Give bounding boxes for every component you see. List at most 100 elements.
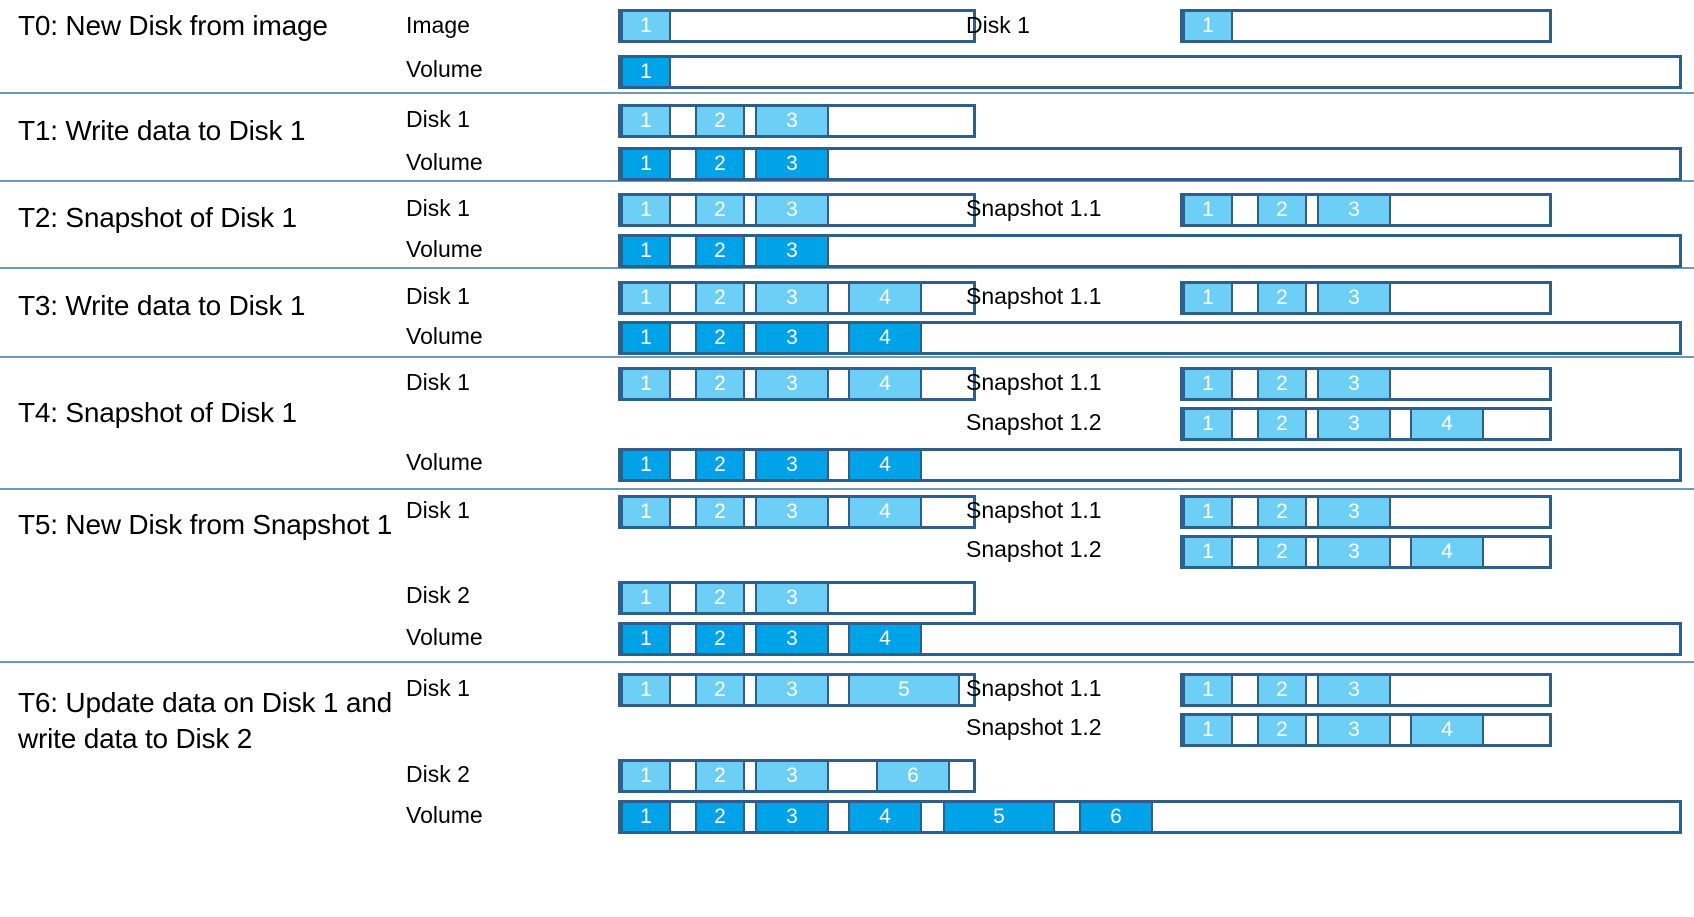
data-block-6: 6	[876, 762, 950, 790]
bar-label-volume-t0: Volume	[406, 56, 483, 82]
bar-label-snapshot12-t5: Snapshot 1.2	[966, 536, 1102, 562]
data-block-1: 1	[621, 762, 671, 790]
data-block-1: 1	[1183, 370, 1233, 398]
bar-label-snapshot11-t2: Snapshot 1.1	[966, 195, 1102, 221]
row-separator	[0, 92, 1694, 94]
data-block-1: 1	[1183, 498, 1233, 526]
data-block-2: 2	[1257, 538, 1307, 566]
data-block-1: 1	[621, 676, 671, 704]
bar-label-disk1-t1: Disk 1	[406, 106, 470, 132]
step-label-t2: T2: Snapshot of Disk 1	[18, 202, 297, 233]
step-label-t3: T3: Write data to Disk 1	[18, 290, 306, 321]
row-separator	[0, 180, 1694, 182]
data-block-2: 2	[1257, 676, 1307, 704]
data-block-4: 4	[848, 803, 922, 831]
data-block-2: 2	[1257, 498, 1307, 526]
data-block-2: 2	[695, 284, 745, 312]
data-block-2: 2	[1257, 410, 1307, 438]
data-block-2: 2	[695, 196, 745, 224]
bar-label-disk1-t2: Disk 1	[406, 195, 470, 221]
data-block-3: 3	[755, 107, 829, 135]
data-block-1: 1	[1183, 196, 1233, 224]
data-block-3: 3	[755, 324, 829, 352]
data-block-2: 2	[695, 150, 745, 178]
data-block-2: 2	[1257, 370, 1307, 398]
data-block-4: 4	[848, 324, 922, 352]
data-block-2: 2	[695, 762, 745, 790]
bar-label-volume-t1: Volume	[406, 149, 483, 175]
data-block-3: 3	[1317, 498, 1391, 526]
data-block-6: 6	[1079, 803, 1153, 831]
data-block-3: 3	[755, 803, 829, 831]
data-block-5: 5	[848, 676, 960, 704]
bar-volume-t0: 1	[618, 55, 1682, 89]
bar-label-disk1-t3: Disk 1	[406, 283, 470, 309]
row-separator	[0, 267, 1694, 269]
step-label-t6: T6: Update data on Disk 1 and write data…	[18, 687, 392, 754]
data-block-3: 3	[755, 196, 829, 224]
data-block-4: 4	[1410, 716, 1484, 744]
data-block-1: 1	[621, 150, 671, 178]
data-block-5: 5	[943, 803, 1055, 831]
data-block-4: 4	[1410, 410, 1484, 438]
bar-label-snapshot12-t4: Snapshot 1.2	[966, 409, 1102, 435]
data-block-1: 1	[1183, 410, 1233, 438]
bar-label-volume-t4: Volume	[406, 449, 483, 475]
data-block-4: 4	[1410, 538, 1484, 566]
data-block-1: 1	[621, 107, 671, 135]
bar-label-volume-t2: Volume	[406, 236, 483, 262]
data-block-3: 3	[755, 498, 829, 526]
data-block-1: 1	[621, 803, 671, 831]
data-block-2: 2	[1257, 716, 1307, 744]
data-block-1: 1	[1183, 716, 1233, 744]
bar-label-snapshot11-t5: Snapshot 1.1	[966, 497, 1102, 523]
bar-label-disk1-t5: Disk 1	[406, 497, 470, 523]
data-block-1: 1	[621, 237, 671, 265]
bar-label-disk1-t6: Disk 1	[406, 675, 470, 701]
step-label-t0: T0: New Disk from image	[18, 10, 328, 41]
data-block-3: 3	[755, 150, 829, 178]
data-block-3: 3	[1317, 196, 1391, 224]
data-block-3: 3	[1317, 370, 1391, 398]
data-block-3: 3	[755, 676, 829, 704]
data-block-2: 2	[695, 237, 745, 265]
data-block-1: 1	[1183, 538, 1233, 566]
bar-image-t0: 1	[618, 9, 976, 43]
data-block-3: 3	[1317, 538, 1391, 566]
data-block-1: 1	[621, 324, 671, 352]
data-block-2: 2	[695, 584, 745, 612]
data-block-2: 2	[695, 803, 745, 831]
bar-label-image-t0: Image	[406, 12, 470, 38]
data-block-2: 2	[695, 324, 745, 352]
row-separator	[0, 488, 1694, 490]
data-block-4: 4	[848, 370, 922, 398]
data-block-3: 3	[1317, 676, 1391, 704]
data-block-3: 3	[755, 584, 829, 612]
bar-label-snapshot11-t3: Snapshot 1.1	[966, 283, 1102, 309]
step-label-t5: T5: New Disk from Snapshot 1	[18, 509, 393, 540]
data-block-3: 3	[755, 625, 829, 653]
bar-label-disk2-t6: Disk 2	[406, 761, 470, 787]
bar-label-snapshot12-t6: Snapshot 1.2	[966, 714, 1102, 740]
data-block-1: 1	[1183, 284, 1233, 312]
data-block-1: 1	[621, 584, 671, 612]
bar-disk1-t0: 1	[1180, 9, 1552, 43]
data-block-1: 1	[621, 12, 671, 40]
